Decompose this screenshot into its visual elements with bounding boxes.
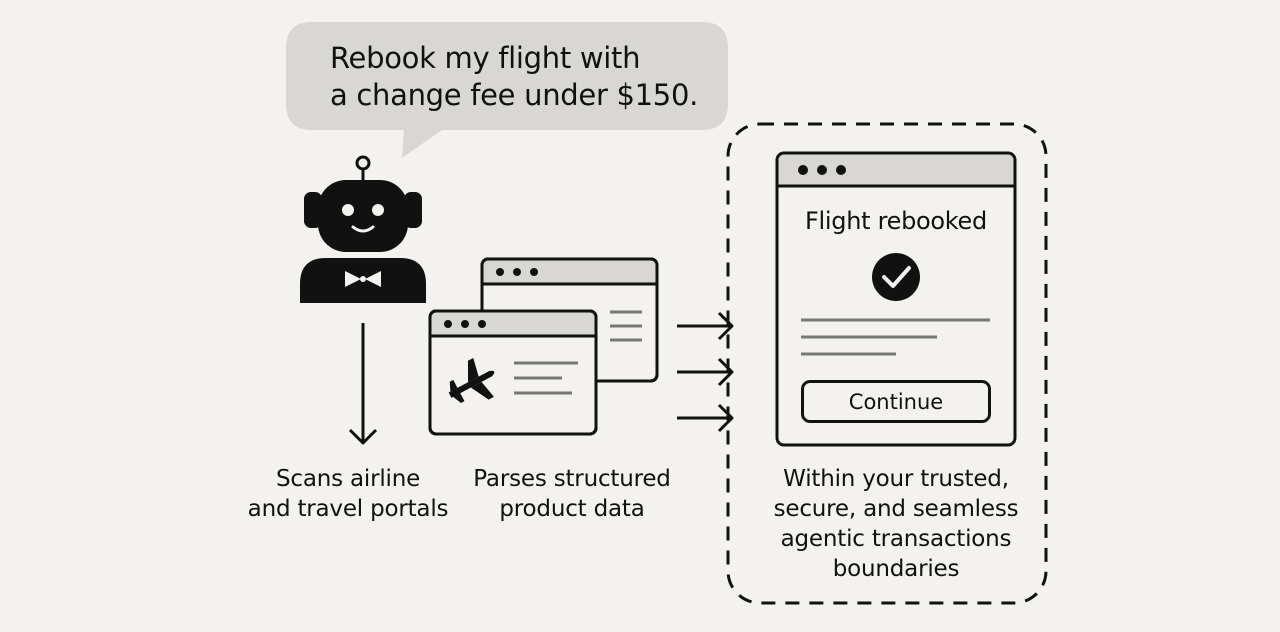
robot-assistant-icon	[300, 155, 426, 303]
speech-bubble-text: Rebook my flight with a change fee under…	[330, 40, 698, 114]
boundary-line-3: agentic transactions	[780, 526, 1012, 552]
scan-line-1: Scans airline	[275, 466, 421, 492]
boundary-line-2: secure, and seamless	[773, 496, 1019, 522]
boundary-caption: Within your trusted, secure, and seamles…	[746, 464, 1046, 584]
parse-line-2: product data	[499, 496, 645, 522]
down-arrow-icon	[348, 323, 378, 445]
speech-bubble	[286, 22, 728, 158]
trusted-boundary	[726, 122, 1048, 605]
boundary-line-1: Within your trusted,	[783, 466, 1009, 492]
boundary-line-4: boundaries	[832, 556, 960, 582]
speech-line-2: a change fee under $150.	[330, 78, 699, 112]
scan-step-caption: Scans airline and travel portals	[232, 464, 464, 524]
right-arrows-icon	[677, 311, 734, 433]
continue-button[interactable]: Continue	[801, 380, 991, 423]
parse-step-caption: Parses structured product data	[456, 464, 688, 524]
browser-window-front	[428, 309, 598, 436]
airplane-icon	[448, 357, 495, 403]
checkmark-circle-icon	[872, 253, 920, 301]
scan-line-2: and travel portals	[247, 496, 449, 522]
flight-rebooked-title: Flight rebooked	[805, 207, 987, 235]
parse-line-1: Parses structured	[473, 466, 671, 492]
speech-line-1: Rebook my flight with	[330, 41, 641, 75]
